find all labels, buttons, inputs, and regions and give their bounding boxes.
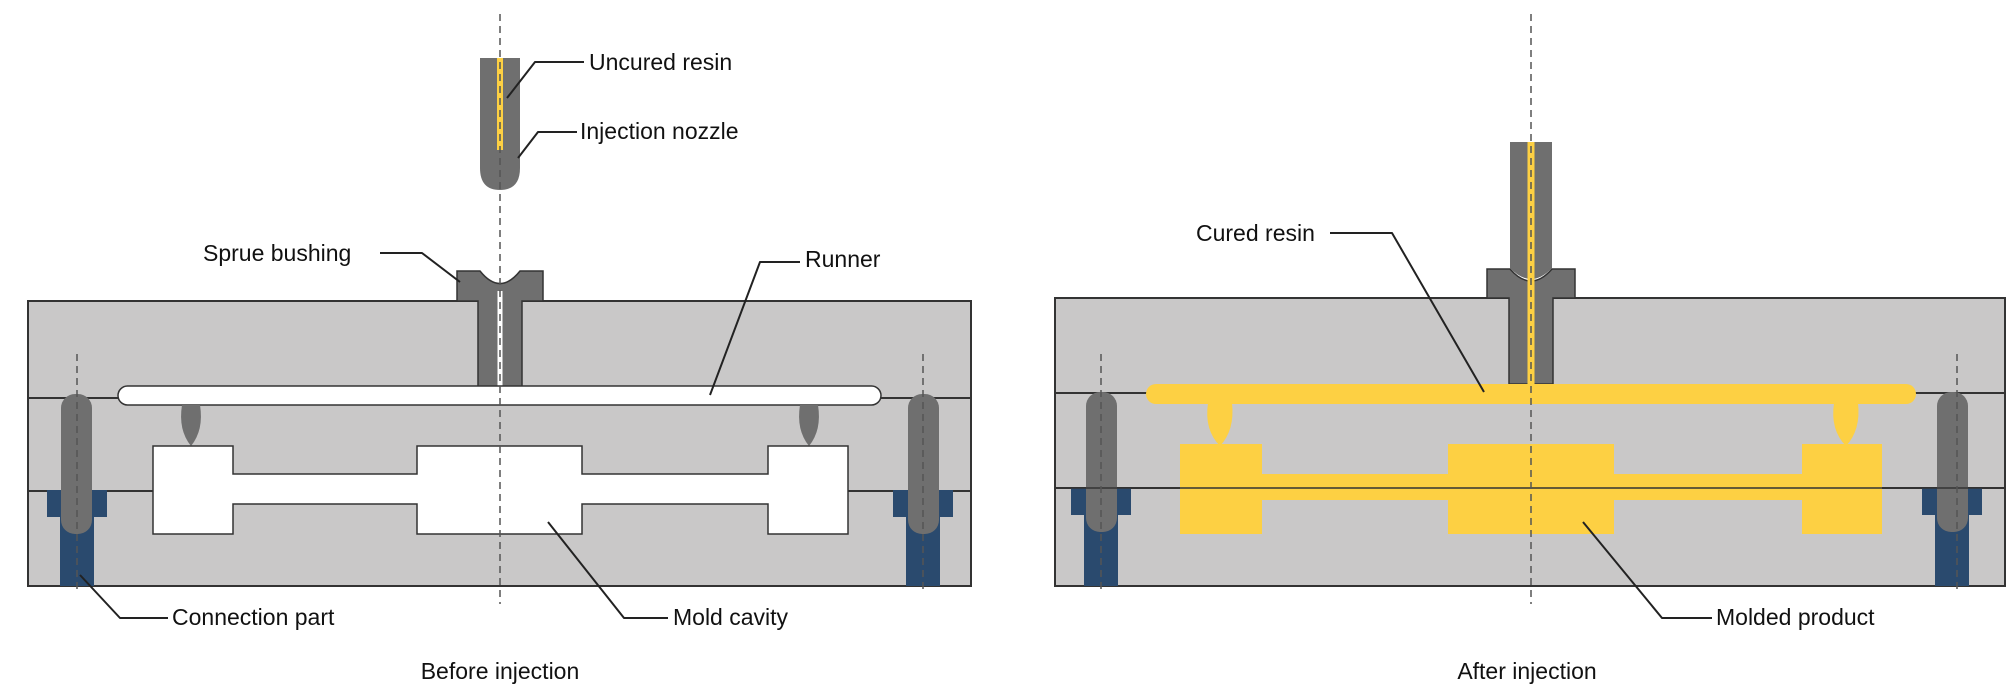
leader-molded-product bbox=[1582, 521, 1712, 619]
cured-gate-left bbox=[1207, 403, 1233, 446]
caption-after-injection: After injection bbox=[1457, 658, 1596, 684]
gate-right bbox=[799, 405, 819, 446]
label-injection-nozzle: Injection nozzle bbox=[580, 118, 739, 144]
before-injection-panel: Uncured resin Injection nozzle Sprue bus… bbox=[27, 14, 972, 684]
label-mold-cavity: Mold cavity bbox=[673, 604, 789, 630]
leader-connection-part bbox=[79, 574, 168, 619]
label-cured-resin: Cured resin bbox=[1196, 220, 1315, 246]
leader-sprue-bushing bbox=[380, 252, 461, 283]
mold-cavity bbox=[152, 445, 849, 535]
leader-injection-nozzle bbox=[517, 131, 577, 159]
caption-before-injection: Before injection bbox=[421, 658, 580, 684]
leader-runner bbox=[709, 261, 800, 396]
leader-mold-cavity bbox=[547, 521, 668, 619]
label-uncured-resin: Uncured resin bbox=[589, 49, 732, 75]
label-connection-part: Connection part bbox=[172, 604, 335, 630]
cured-runner bbox=[1146, 384, 1916, 404]
label-molded-product: Molded product bbox=[1716, 604, 1875, 630]
cured-gate-right bbox=[1833, 403, 1859, 446]
label-sprue-bushing: Sprue bushing bbox=[203, 240, 351, 266]
leader-cured-resin bbox=[1330, 232, 1485, 393]
leader-uncured-resin bbox=[506, 61, 584, 99]
connection-pin-right-after bbox=[1937, 392, 1968, 532]
label-runner: Runner bbox=[805, 246, 881, 272]
after-injection-panel: Cured resin Molded product After injecti… bbox=[1054, 14, 2006, 684]
gate-left bbox=[181, 405, 201, 446]
